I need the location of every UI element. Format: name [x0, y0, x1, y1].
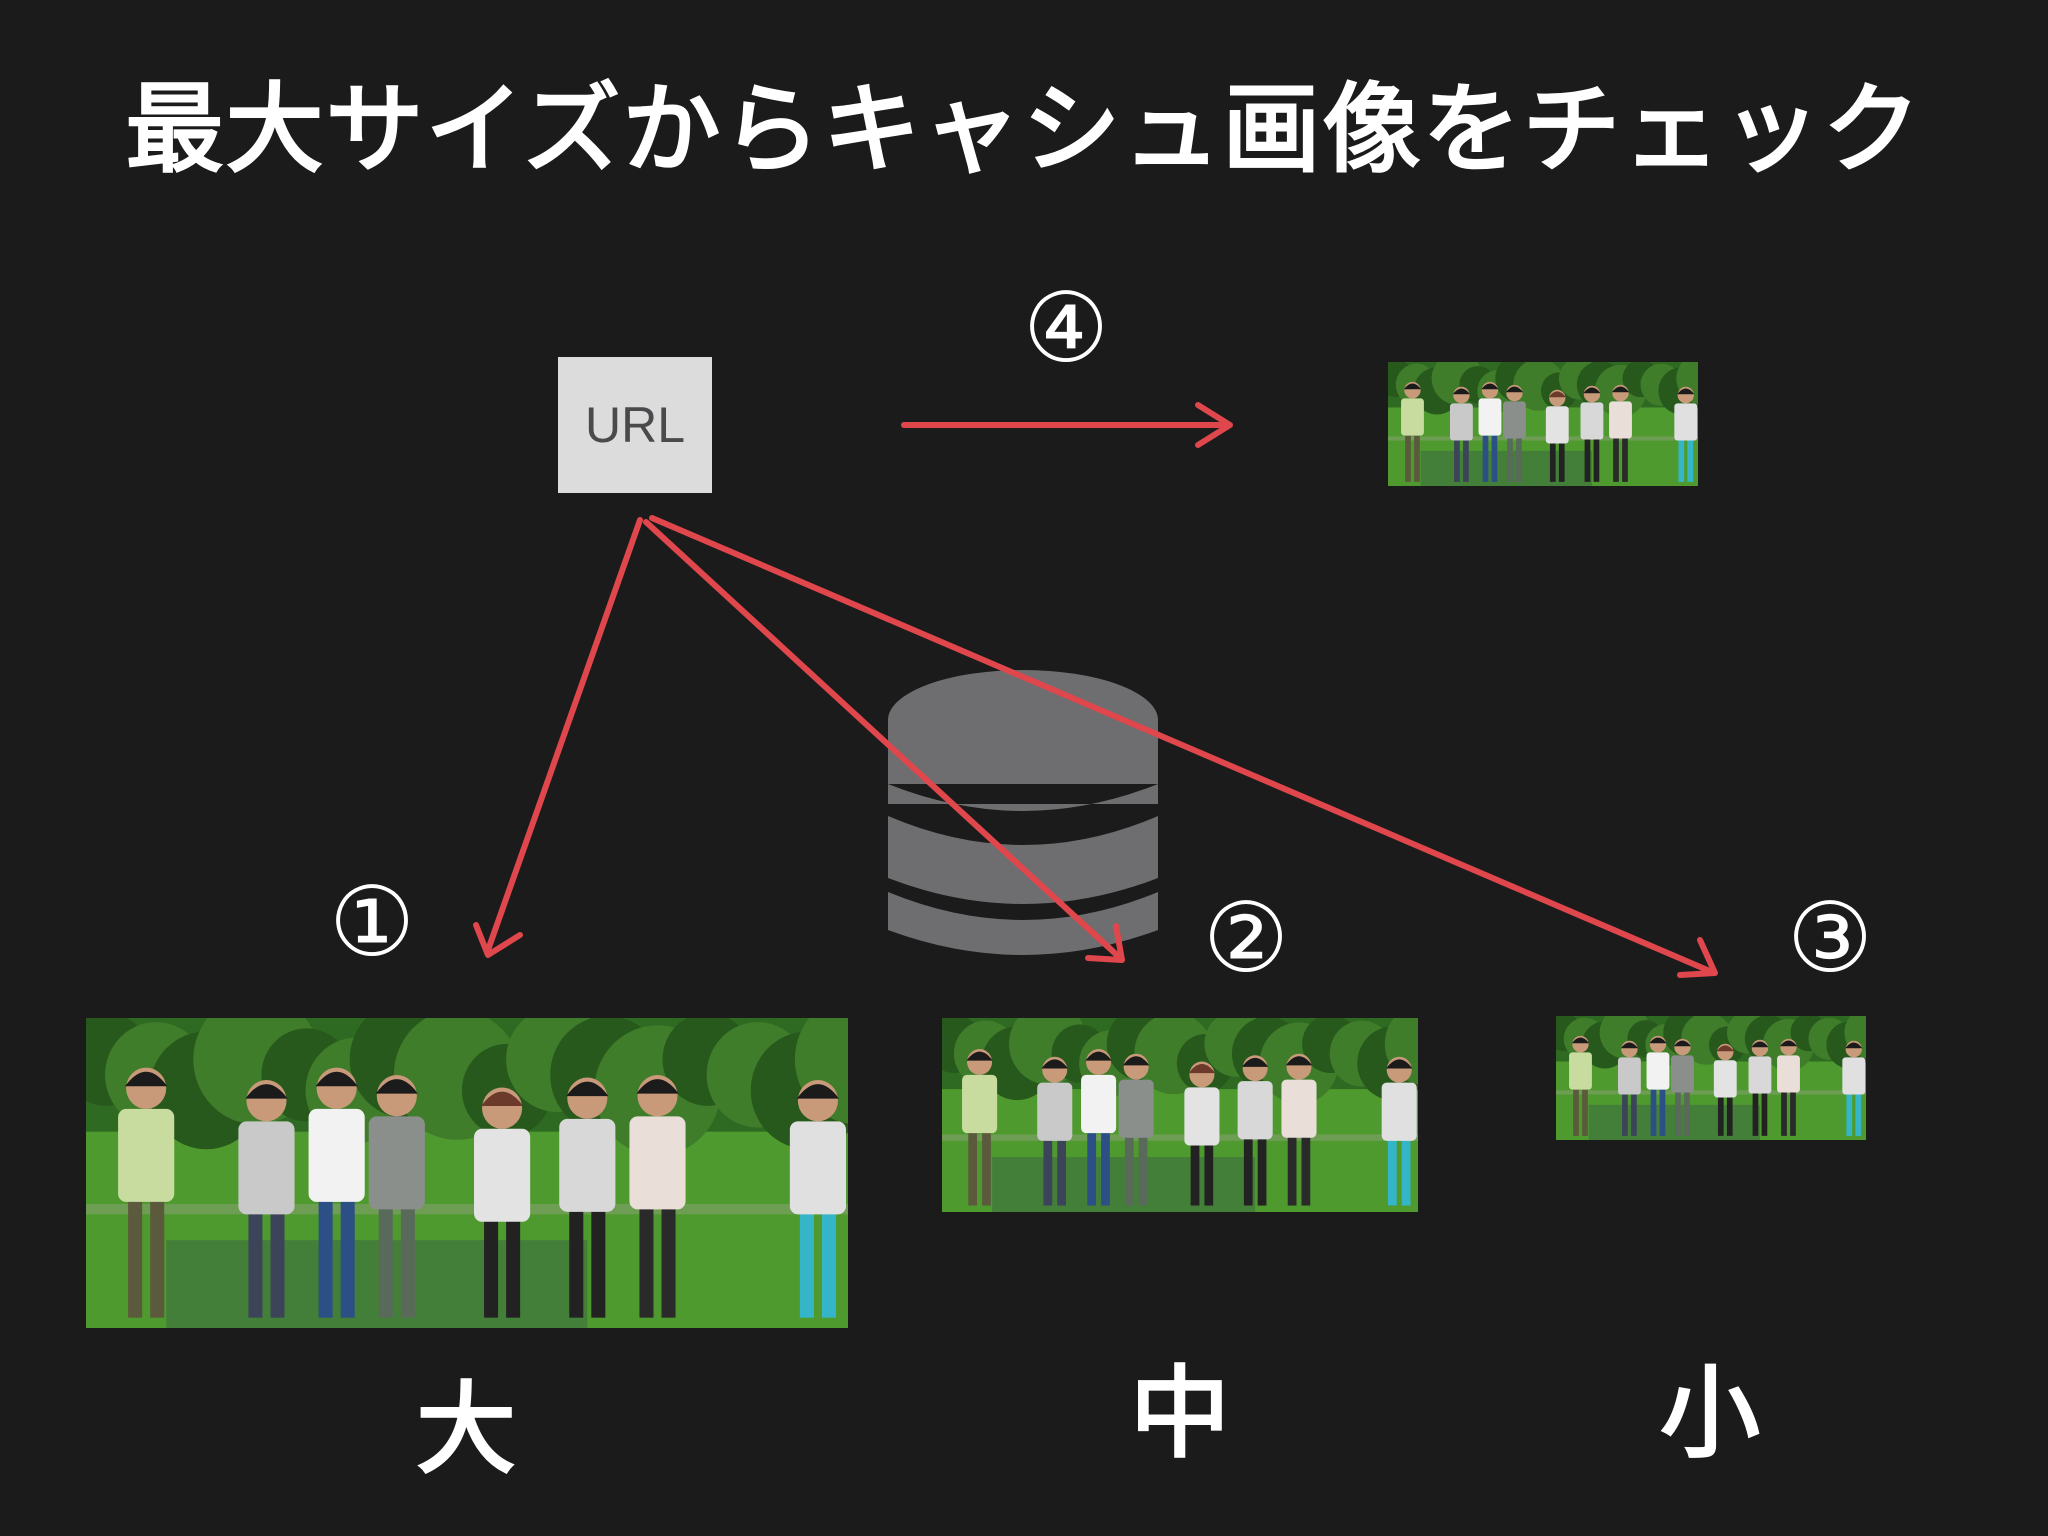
- person: [118, 1067, 175, 1318]
- medium-photo: [942, 1018, 1418, 1212]
- person: [1671, 1038, 1694, 1136]
- person: [629, 1075, 686, 1318]
- step-3-label: ③: [1786, 882, 1874, 994]
- person: [789, 1080, 846, 1318]
- result-photo: [1388, 362, 1698, 486]
- person: [1545, 389, 1569, 482]
- path: [1556, 1090, 1866, 1095]
- person: [1118, 1053, 1154, 1206]
- turf-patch: [166, 1240, 588, 1328]
- arrow-head-small: [1677, 937, 1718, 978]
- arrow-to-small: [649, 515, 1715, 975]
- arrow-to-large: [485, 517, 643, 953]
- person: [1646, 1035, 1670, 1136]
- person: [238, 1080, 295, 1318]
- path: [942, 1134, 1418, 1141]
- size-label-large: 大: [416, 1371, 516, 1488]
- person: [1618, 1040, 1641, 1136]
- small-photo: [1556, 1016, 1866, 1140]
- person: [1777, 1038, 1800, 1136]
- person: [1381, 1056, 1417, 1206]
- url-label: URL: [584, 397, 686, 453]
- path: [1388, 436, 1698, 441]
- slide-title: 最大サイズからキャシュ画像をチェック: [125, 73, 1923, 187]
- person: [1674, 386, 1698, 482]
- person: [1401, 381, 1424, 482]
- person: [559, 1077, 616, 1318]
- person: [1237, 1055, 1273, 1206]
- turf-patch: [1588, 1104, 1760, 1140]
- size-label-medium: 中: [1130, 1355, 1230, 1472]
- path: [86, 1204, 848, 1215]
- person: [1478, 381, 1502, 482]
- turf-patch: [992, 1157, 1256, 1212]
- person: [368, 1075, 425, 1318]
- database-icon: [888, 670, 1158, 955]
- large-photo: [86, 1018, 848, 1328]
- person: [1748, 1039, 1772, 1136]
- person: [1037, 1056, 1073, 1206]
- step-1-label: ①: [328, 866, 416, 978]
- person: [1569, 1035, 1592, 1136]
- person: [1580, 385, 1604, 482]
- person: [1081, 1049, 1117, 1206]
- person: [1713, 1043, 1737, 1136]
- person: [962, 1049, 998, 1206]
- person: [1281, 1053, 1317, 1206]
- person: [1503, 384, 1526, 482]
- step-2-label: ②: [1202, 882, 1290, 994]
- person: [1450, 386, 1473, 482]
- person: [1609, 384, 1632, 482]
- step-4-label: ④: [1022, 272, 1110, 384]
- person: [308, 1067, 365, 1318]
- arrow-head-large: [473, 922, 523, 958]
- arrow-head-result: [1195, 402, 1233, 448]
- person: [1184, 1061, 1220, 1206]
- size-label-small: 小: [1660, 1355, 1760, 1472]
- turf-patch: [1420, 450, 1592, 486]
- person: [474, 1087, 531, 1318]
- person: [1842, 1040, 1866, 1136]
- url-box: URL: [558, 357, 712, 493]
